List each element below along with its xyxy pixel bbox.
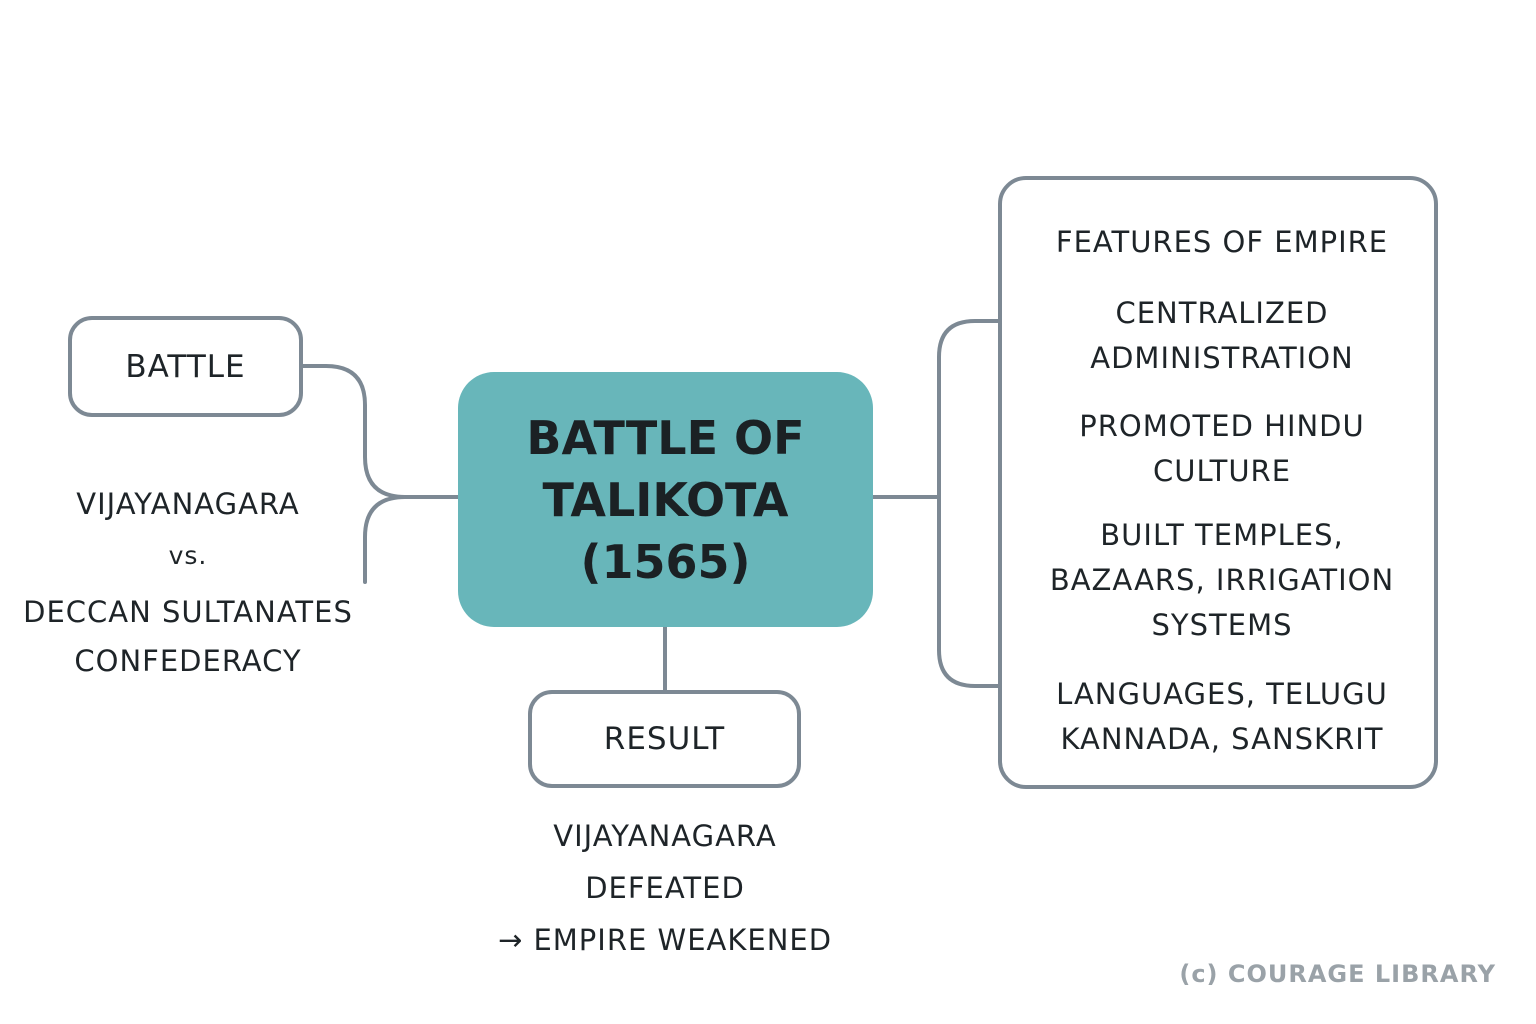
features-heading-text: FEATURES OF EMPIRE xyxy=(1055,225,1389,259)
feature-line: LANGUAGES, TELUGU xyxy=(1056,677,1388,711)
result-node: RESULT xyxy=(528,690,801,788)
result-line2: DEFEATED xyxy=(585,871,745,905)
battle-node: BATTLE xyxy=(68,316,303,417)
connector-opponents xyxy=(363,495,407,584)
feature-line: ADMINISTRATION xyxy=(1090,341,1354,375)
feature-line: CENTRALIZED xyxy=(1115,296,1329,330)
battle-opponents: VIJAYANAGARA vs. DECCAN SULTANATES CONFE… xyxy=(0,478,376,680)
feature-item: BUILT TEMPLES, BAZAARS, IRRIGATION SYSTE… xyxy=(1002,513,1442,648)
feature-line: CULTURE xyxy=(1152,454,1292,488)
feature-item: LANGUAGES, TELUGU KANNADA, SANSKRIT xyxy=(1002,672,1442,762)
result-text: VIJAYANAGARA DEFEATED → EMPIRE WEAKENED xyxy=(460,810,870,966)
result-line3: → EMPIRE WEAKENED xyxy=(497,923,833,957)
feature-item: PROMOTED HINDU CULTURE xyxy=(1002,404,1442,494)
feature-line: BUILT TEMPLES, xyxy=(1100,518,1344,552)
feature-line: SYSTEMS xyxy=(1151,608,1293,642)
feature-line: PROMOTED HINDU xyxy=(1079,409,1365,443)
features-heading: FEATURES OF EMPIRE xyxy=(1002,220,1442,265)
central-title-line2: TALIKOTA xyxy=(542,472,789,527)
result-line1: VIJAYANAGARA xyxy=(553,819,777,853)
opponent-deccan-line1: DECCAN SULTANATES xyxy=(23,595,353,629)
versus-label: vs. xyxy=(168,541,208,570)
opponent-deccan-line2: CONFEDERACY xyxy=(74,644,302,678)
features-bracket xyxy=(937,319,1000,688)
central-topic: BATTLE OF TALIKOTA (1565) xyxy=(458,372,873,627)
opponent-vijayanagara: VIJAYANAGARA xyxy=(76,487,300,521)
connector-battle xyxy=(300,364,460,499)
battle-label: BATTLE xyxy=(125,348,246,385)
central-title-line1: BATTLE OF xyxy=(526,410,805,465)
feature-line: KANNADA, SANSKRIT xyxy=(1060,722,1384,756)
central-title-line3: (1565) xyxy=(580,534,751,589)
copyright-watermark: (c) COURAGE LIBRARY xyxy=(1179,960,1496,988)
features-panel: FEATURES OF EMPIRE CENTRALIZED ADMINISTR… xyxy=(998,176,1438,789)
feature-item: CENTRALIZED ADMINISTRATION xyxy=(1002,291,1442,381)
feature-line: BAZAARS, IRRIGATION xyxy=(1049,563,1395,597)
result-label: RESULT xyxy=(603,721,726,757)
